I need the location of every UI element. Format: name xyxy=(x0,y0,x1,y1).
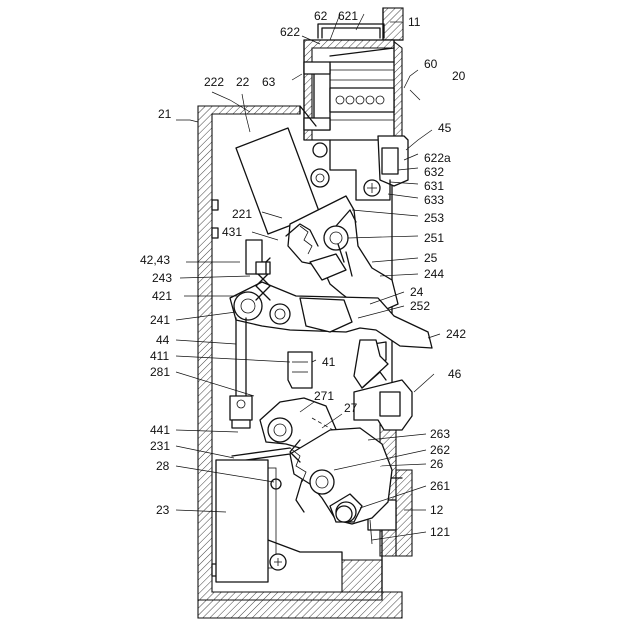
ref-431: 431 xyxy=(222,225,242,239)
ref-24: 24 xyxy=(410,285,424,299)
block-41 xyxy=(288,352,312,388)
striker-unit-60 xyxy=(304,24,408,200)
ref-421: 421 xyxy=(152,289,172,303)
ref-42-43: 42,43 xyxy=(140,253,170,267)
ref-241: 241 xyxy=(150,313,170,327)
ref-23: 23 xyxy=(156,503,170,517)
ref-441: 441 xyxy=(150,423,170,437)
ref-121: 121 xyxy=(430,525,450,539)
ref-632: 632 xyxy=(424,165,444,179)
ref-41: 41 xyxy=(322,355,336,369)
ref-622: 622 xyxy=(280,25,300,39)
ref-621: 621 xyxy=(338,9,358,23)
ref-25: 25 xyxy=(424,251,438,265)
ref-221: 221 xyxy=(232,207,252,221)
ref-622a: 622a xyxy=(424,151,451,165)
door-panel-11 xyxy=(383,8,403,40)
ref-12: 12 xyxy=(430,503,444,517)
coil-spring-631 xyxy=(330,88,394,112)
ref-252: 252 xyxy=(410,299,430,313)
ref-63: 63 xyxy=(262,75,276,89)
ref-253: 253 xyxy=(424,211,444,225)
ref-26: 26 xyxy=(430,457,444,471)
ref-244: 244 xyxy=(424,267,444,281)
ref-46: 46 xyxy=(448,367,462,381)
ref-631: 631 xyxy=(424,179,444,193)
ref-242: 242 xyxy=(446,327,466,341)
ref-27: 27 xyxy=(344,401,358,415)
ref-22: 22 xyxy=(236,75,250,89)
ref-251: 251 xyxy=(424,231,444,245)
ref-633: 633 xyxy=(424,193,444,207)
ref-62: 62 xyxy=(314,9,328,23)
ref-11: 11 xyxy=(408,15,421,29)
pawl-24 xyxy=(230,282,432,388)
ref-243: 243 xyxy=(152,271,172,285)
ref-261: 261 xyxy=(430,479,450,493)
rod-44 xyxy=(230,318,252,428)
pin-12 xyxy=(336,506,352,522)
ref-21: 21 xyxy=(158,107,172,121)
ref-231: 231 xyxy=(150,439,170,453)
ref-60: 60 xyxy=(424,57,438,71)
block-42-43 xyxy=(246,240,270,274)
ref-281: 281 xyxy=(150,365,170,379)
ref-263: 263 xyxy=(430,427,450,441)
ref-222: 222 xyxy=(204,75,224,89)
ref-44: 44 xyxy=(156,333,170,347)
ref-28: 28 xyxy=(156,459,170,473)
ref-20: 20 xyxy=(452,69,466,83)
ref-262: 262 xyxy=(430,443,450,457)
ref-411: 411 xyxy=(150,349,169,363)
ref-45: 45 xyxy=(438,121,452,135)
ref-271: 271 xyxy=(314,389,334,403)
